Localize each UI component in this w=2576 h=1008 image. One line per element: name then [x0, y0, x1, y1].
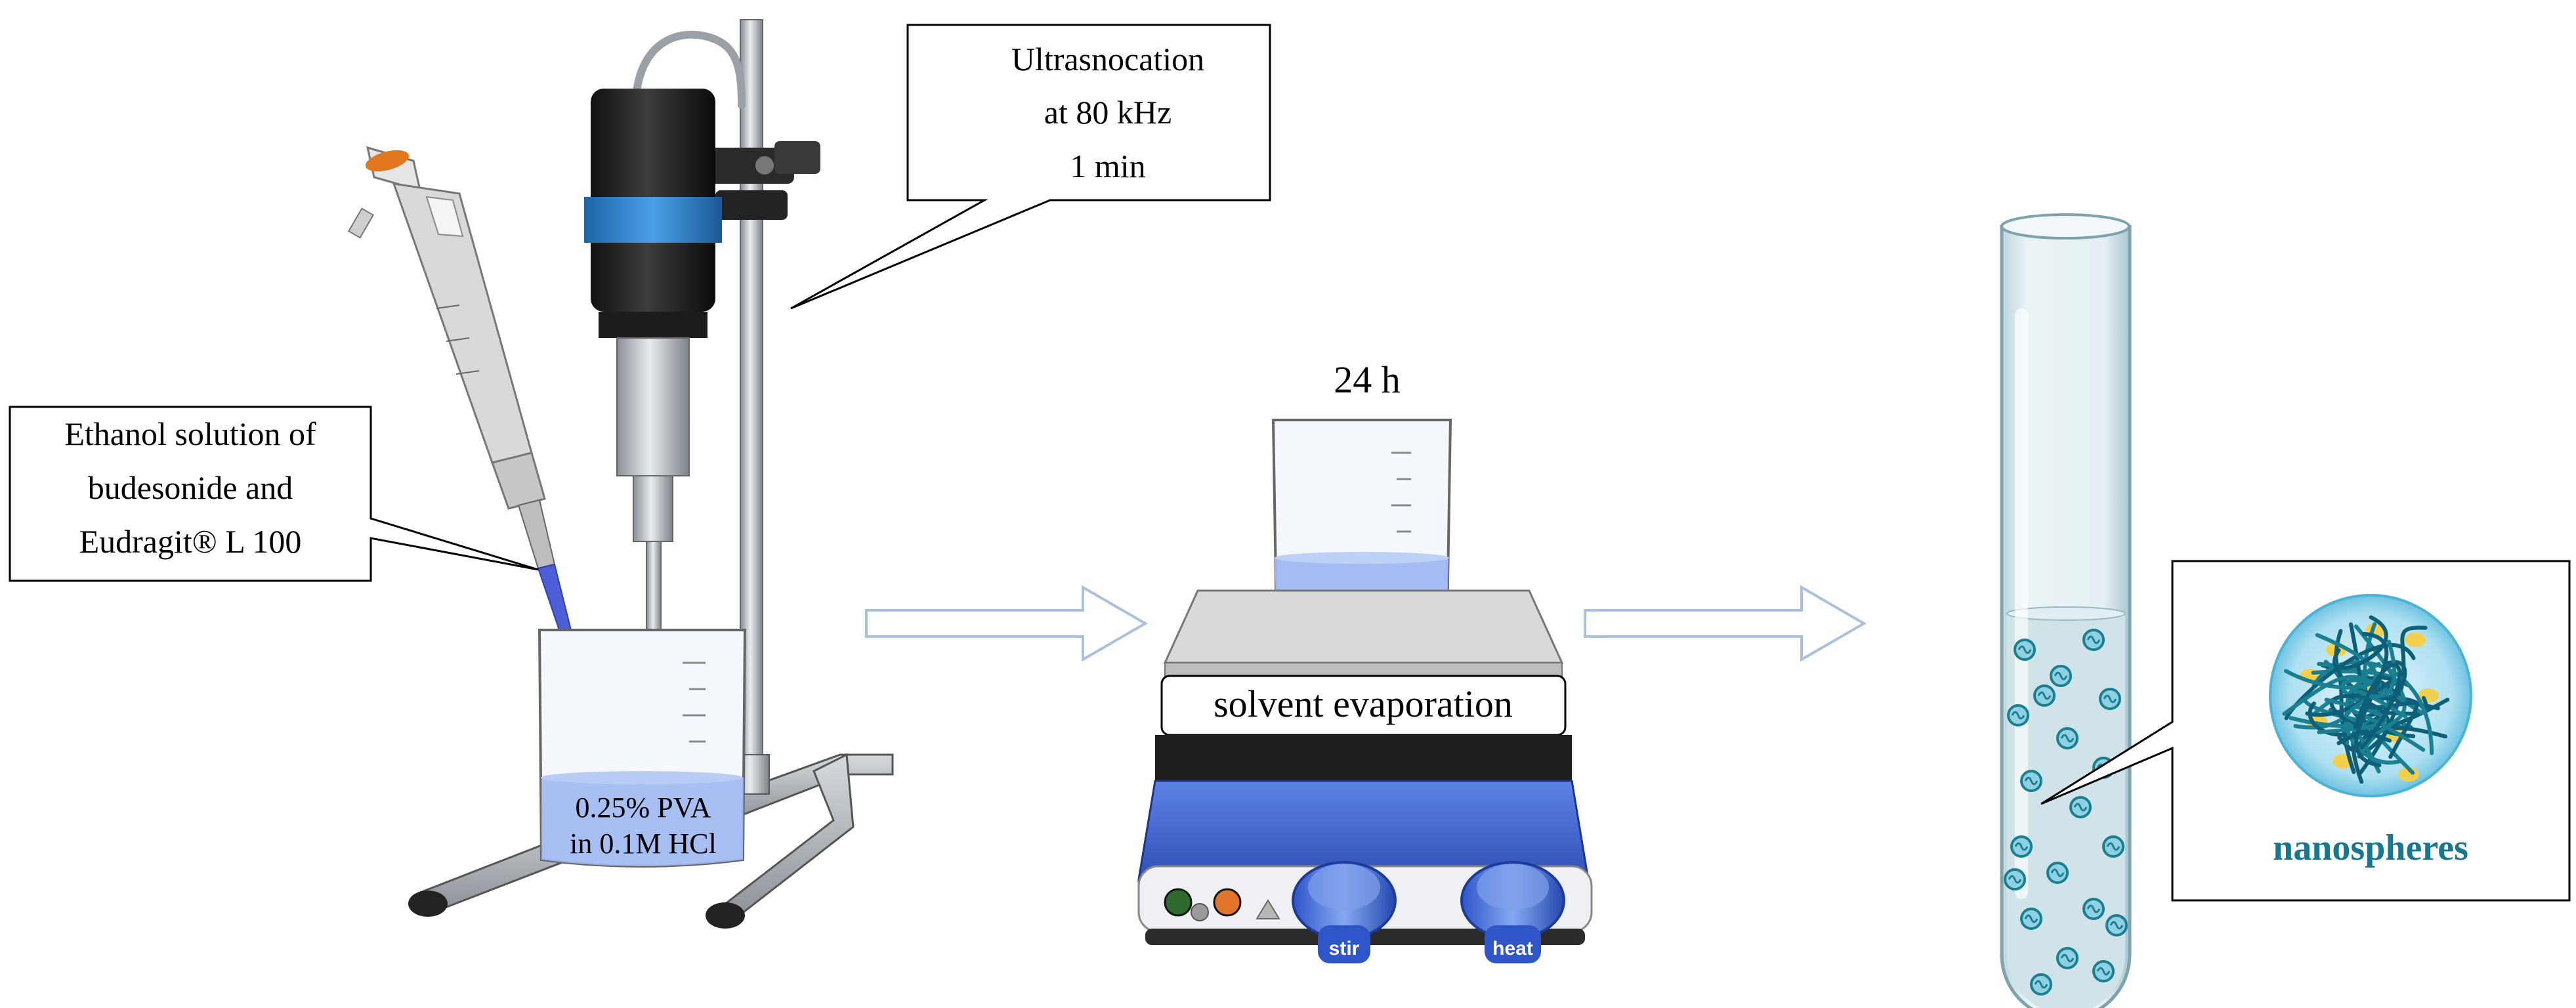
polymer-chain [2284, 633, 2378, 690]
heat-light [1213, 888, 1242, 917]
evaporation-setup: 24 h solvent evaporation [1137, 358, 1593, 963]
sonicator-probe [584, 89, 722, 766]
nanosphere-dot [2046, 862, 2069, 884]
stand-foot-right [706, 902, 745, 929]
callout-ethanol-line2: budesonide and [88, 469, 293, 506]
nanosphere-dot [2050, 665, 2072, 687]
nanosphere-dot [2020, 908, 2042, 930]
drug-particle [2405, 633, 2426, 647]
stir-knob-label: stir [1329, 938, 1360, 959]
nanosphere-dot [2056, 727, 2079, 749]
polymer-chain [2333, 615, 2388, 670]
nanospheres-callout: nanospheres [2040, 560, 2571, 902]
warning-icon [1256, 899, 1280, 919]
info-icon [1191, 903, 1209, 921]
polymer-chain [2353, 663, 2402, 750]
nanosphere-dot [2010, 835, 2033, 858]
nanosphere-dot [2033, 684, 2056, 707]
nanosphere-dot [2004, 868, 2026, 891]
polymer-chain [2312, 660, 2434, 755]
nanosphere-dot [2092, 960, 2115, 982]
stand-foot-left [408, 891, 448, 917]
tube-nanospheres [2004, 629, 2128, 996]
nanosphere-dot [2069, 796, 2092, 818]
beaker-left-label-line1: 0.25% PVA [575, 791, 711, 824]
stir-knob: stir [1292, 861, 1397, 963]
nanosphere-dot [2020, 770, 2042, 792]
nanosphere-dot [2056, 947, 2079, 969]
nanosphere-dot [2030, 973, 2052, 996]
pipette [347, 146, 585, 685]
nanosphere-dot [2082, 898, 2105, 920]
callout-ethanol-line3: Eudragit® L 100 [79, 523, 302, 560]
callout-ultrasonication-line1: Ultrasnocation [1011, 41, 1204, 77]
power-light [1164, 888, 1193, 917]
ultrasonication-setup: 0.25% PVA in 0.1M HCl Ultrasnocation at … [9, 19, 1271, 929]
callout-ultrasonication-line3: 1 min [1070, 148, 1145, 184]
hotplate-edge [1164, 662, 1563, 677]
process-arrow-1 [865, 585, 1148, 662]
nanospheres-label: nanospheres [2273, 828, 2468, 868]
nanosphere-dot [2099, 688, 2121, 710]
polymer-chain [2305, 677, 2396, 717]
polymer-chain [2336, 660, 2407, 746]
callout-ultrasonication: Ultrasnocation at 80 kHz 1 min [790, 24, 1271, 310]
nanosphere-dot [2082, 629, 2105, 651]
callout-ethanol: Ethanol solution of budesonide and Eudra… [9, 406, 539, 582]
probe-cable [633, 30, 746, 109]
callout-ethanol-line1: Ethanol solution of [64, 415, 316, 452]
beaker-left-label-line2: in 0.1M HCl [570, 828, 717, 860]
process-label: solvent evaporation [1214, 682, 1513, 725]
callout-ultrasonication-line2: at 80 kHz [1044, 94, 1172, 131]
hotplate-top [1163, 589, 1564, 664]
polymer-chain [2282, 675, 2424, 716]
nanosphere-dot [2014, 639, 2036, 661]
drug-particle [2398, 767, 2419, 782]
nanosphere-dot [2102, 835, 2124, 858]
clamp-arm [696, 141, 820, 220]
nanosphere-dot [2105, 914, 2128, 936]
process-arrow-2 [1584, 585, 1867, 662]
time-label: 24 h [1334, 358, 1401, 401]
beaker-left: 0.25% PVA in 0.1M HCl [538, 629, 747, 868]
nanosphere-dot [2007, 704, 2029, 726]
heat-knob-label: heat [1492, 938, 1533, 959]
hotplate-heater-band [1155, 735, 1572, 781]
polymer-network [2282, 615, 2450, 784]
test-tube [2000, 213, 2132, 1008]
heat-knob: heat [1460, 861, 1565, 963]
